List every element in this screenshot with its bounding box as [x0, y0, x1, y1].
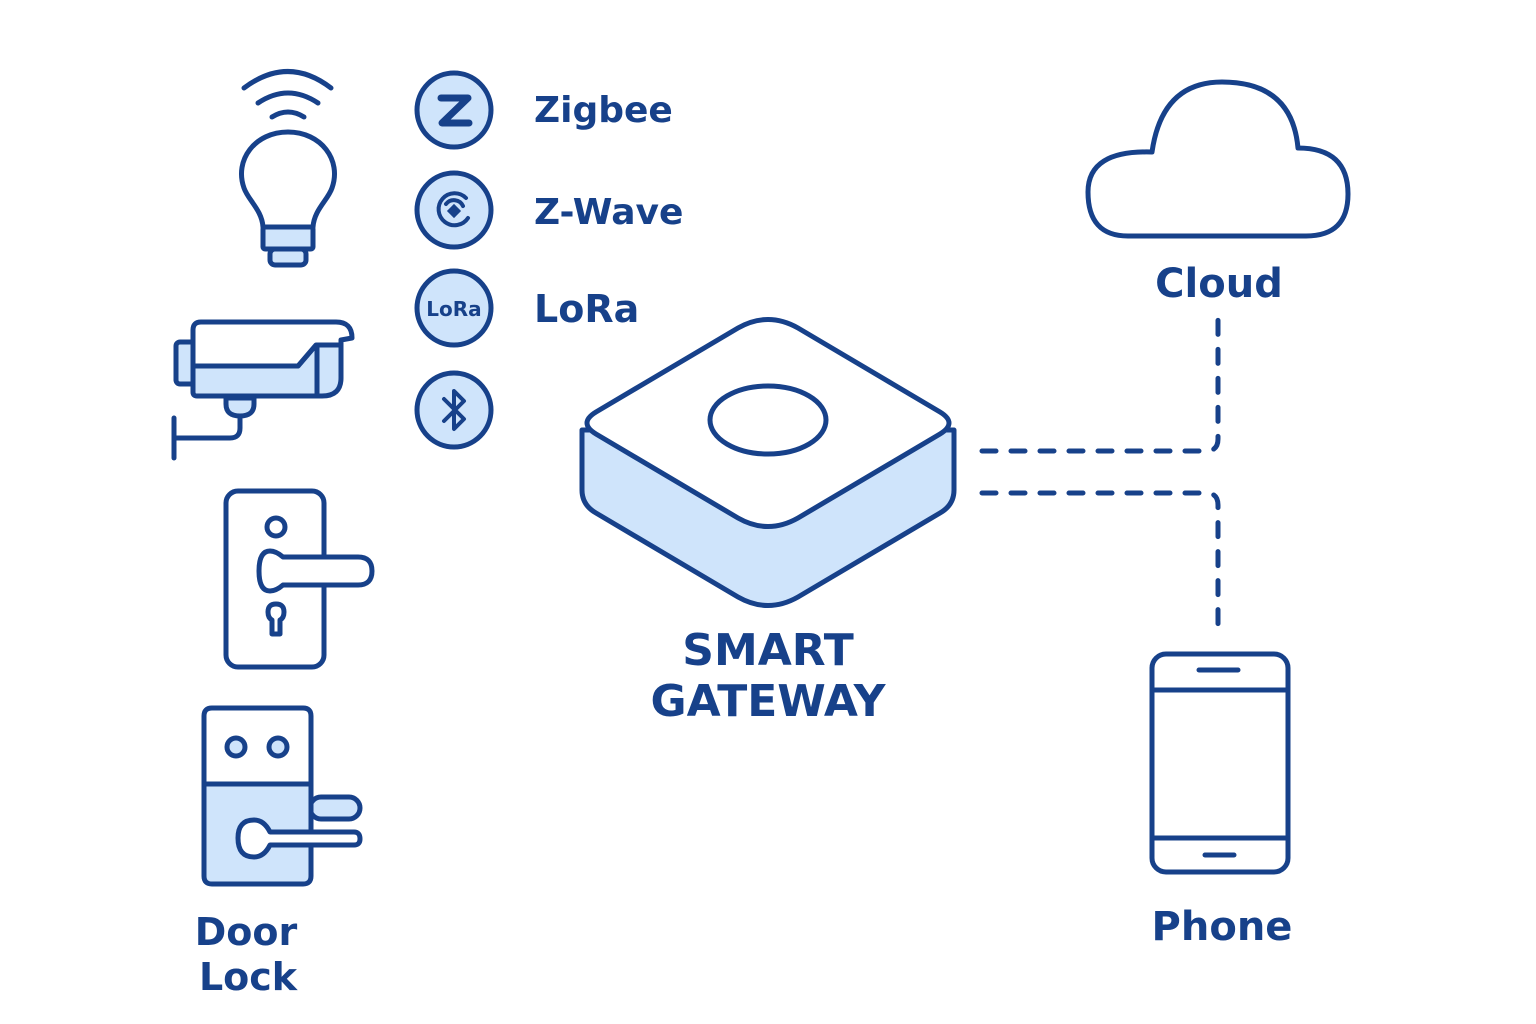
phone-label: Phone [1152, 904, 1293, 950]
gateway-label-line2: GATEWAY [650, 676, 886, 727]
lock-lever [235, 817, 363, 860]
door-lock-label-line2: Lock [199, 955, 298, 999]
keyhole-icon [265, 601, 287, 637]
cloud-label: Cloud [1155, 261, 1283, 307]
zigbee-label: Zigbee [534, 90, 673, 131]
gateway-label-line1: SMART [682, 625, 853, 676]
phone-icon [1149, 651, 1291, 875]
lock-upper-panel [201, 705, 314, 787]
lora-badge [414, 268, 494, 348]
wifi-wave-inner [269, 109, 307, 120]
gateway-status-ring [707, 383, 829, 457]
zwave-diamond [446, 203, 462, 219]
protocol-zigbee: Zigbee [414, 70, 673, 150]
phone-body [1149, 651, 1291, 875]
bulb-base [260, 224, 316, 252]
lock-button-2 [266, 735, 290, 759]
door-handle-icon [223, 488, 375, 670]
lora-icon: LoRa [414, 268, 494, 348]
protocol-zwave: Z-Wave [414, 170, 683, 250]
camera-joint [223, 395, 257, 419]
security-camera-icon [171, 319, 355, 461]
bulb-cap [267, 246, 309, 268]
protocol-bluetooth [414, 370, 494, 450]
smart-door-lock-icon [201, 705, 363, 887]
door-lever [256, 548, 375, 594]
door-lock-label-line1: Door [195, 910, 298, 954]
smart-gateway-device [579, 317, 957, 608]
bulb-glass [239, 129, 337, 230]
zwave-swirl-inner [444, 198, 465, 208]
bluetooth-icon [414, 370, 494, 450]
camera-arm [171, 413, 243, 441]
wifi-wave-middle [255, 90, 321, 106]
zwave-icon [414, 170, 494, 250]
door-plate-screw [264, 515, 288, 539]
zigbee-z-glyph [437, 94, 473, 127]
bluetooth-rune [442, 389, 466, 431]
zigbee-icon [414, 70, 494, 150]
zwave-swirl-outer [436, 191, 470, 228]
connection-gateway-cloud [979, 312, 1221, 454]
smart-bulb-icon [239, 69, 337, 268]
protocol-lora: LoRa LoRa [414, 268, 639, 348]
zwave-label: Z-Wave [534, 192, 683, 233]
lora-badge-text: LoRa [426, 297, 481, 321]
lock-button-1 [224, 735, 248, 759]
camera-body-upper [190, 319, 355, 369]
cloud-icon [1085, 79, 1351, 239]
lora-label: LoRa [534, 287, 639, 331]
connection-gateway-phone [979, 490, 1221, 635]
camera-body-lower [190, 342, 344, 399]
lock-bolt [307, 794, 363, 822]
wifi-wave-outer [241, 69, 334, 91]
cloud-shape [1085, 79, 1351, 239]
